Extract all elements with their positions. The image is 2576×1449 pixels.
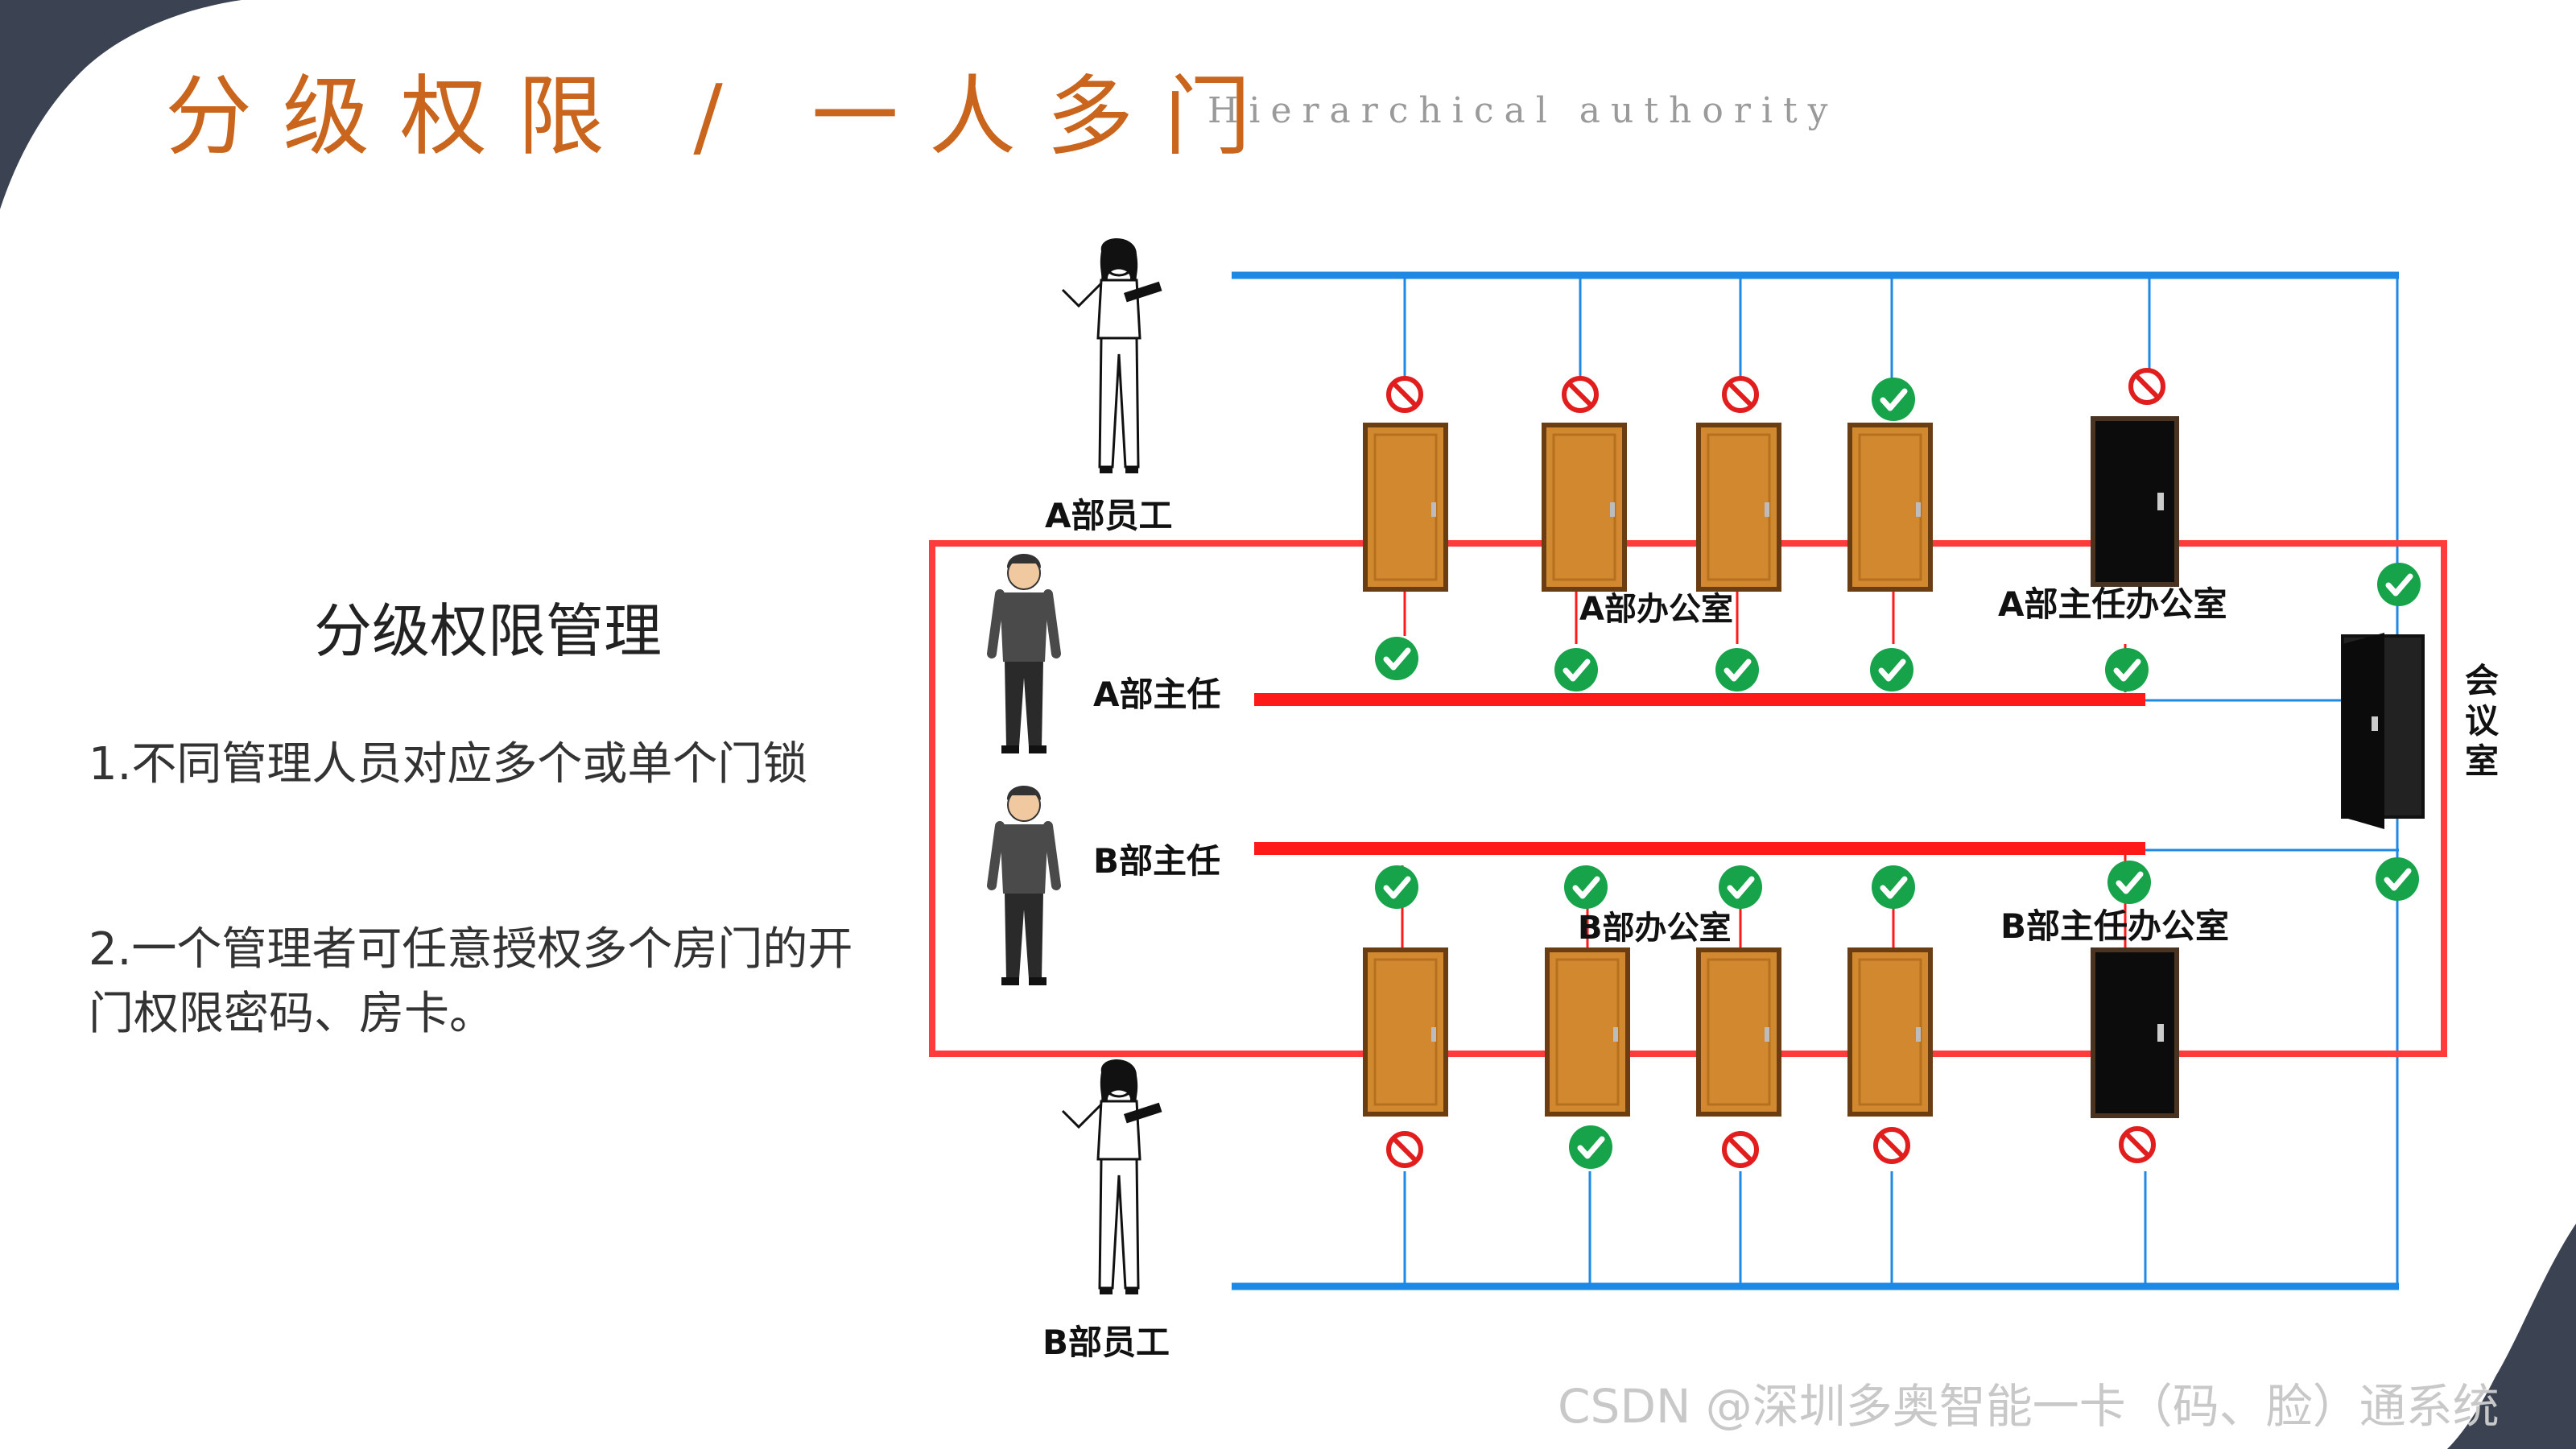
denied-icon	[2131, 370, 2163, 402]
allowed-icon	[1719, 865, 1762, 909]
allowed-icon	[1554, 648, 1598, 691]
section-heading: 分级权限管理	[314, 597, 663, 665]
meeting-room-door	[2341, 633, 2425, 829]
a-office-door	[1365, 425, 1446, 589]
b-office-door	[1699, 950, 1779, 1114]
person-label-a-staff: A部员工	[1045, 496, 1173, 535]
room-label-meeting-3: 室	[2465, 741, 2499, 781]
denied-icon	[1389, 1133, 1421, 1166]
allowed-icon	[1715, 648, 1759, 691]
allowed-icon	[1872, 865, 1915, 909]
denied-icon	[1724, 378, 1757, 411]
denied-icon	[1564, 378, 1596, 411]
allowed-icon	[1872, 378, 1915, 421]
page-subtitle-en: Hierarchical authority	[1208, 90, 1839, 131]
page-title: 分级权限 / 一人多门	[165, 67, 1282, 167]
allowed-icon	[2107, 861, 2151, 904]
denied-icon	[1876, 1129, 1908, 1162]
person-label-b-staff: B部员工	[1042, 1323, 1170, 1362]
room-label-a-director-office: A部主任办公室	[1998, 584, 2227, 624]
allowed-icon	[1569, 1125, 1612, 1169]
b-director-office-door	[2093, 950, 2177, 1116]
room-label-meeting-2: 议	[2465, 701, 2500, 741]
person-label-b-director: B部主任	[1093, 841, 1220, 881]
room-label-meeting-1: 会	[2465, 661, 2499, 700]
b-staff-figure	[1061, 1058, 1163, 1296]
denied-icon	[1389, 378, 1421, 411]
b-director-figure	[992, 786, 1056, 985]
b-staff-access-lines	[1232, 1171, 2399, 1290]
watermark: CSDN @深圳多奥智能一卡（码、脸）通系统	[1558, 1379, 2500, 1434]
a-office-door	[1544, 425, 1624, 589]
a-staff-figure	[1061, 237, 1163, 475]
allowed-icon	[2377, 563, 2421, 606]
list-item: 2.一个管理者可任意授权多个房门的开门权限密码、房卡。	[89, 923, 853, 1040]
b-office-door	[1365, 950, 1446, 1114]
corner-decoration-bottom-right	[2447, 1224, 2576, 1449]
allowed-icon	[1375, 865, 1418, 909]
allowed-icon	[2376, 857, 2419, 901]
allowed-icon	[2105, 648, 2149, 691]
person-label-a-director: A部主任	[1093, 675, 1221, 714]
denied-icon	[2121, 1129, 2153, 1161]
a-office-door	[1850, 425, 1930, 589]
allowed-icon	[1564, 865, 1608, 909]
room-label-b-director-office: B部主任办公室	[2000, 906, 2229, 946]
room-label-a-office: A部办公室	[1579, 591, 1733, 628]
allowed-icon	[1870, 648, 1913, 691]
b-office-door	[1547, 950, 1628, 1114]
corner-decoration-top-left	[0, 0, 242, 209]
room-label-b-office: B部办公室	[1578, 910, 1732, 947]
allowed-icon	[1375, 637, 1418, 680]
a-director-figure	[992, 554, 1056, 753]
b-office-door	[1850, 950, 1930, 1114]
building-frame	[929, 540, 2447, 1057]
list-item: 1.不同管理人员对应多个或单个门锁	[89, 738, 808, 791]
denied-icon	[1724, 1133, 1757, 1166]
a-office-door	[1699, 425, 1779, 589]
a-director-office-door	[2093, 419, 2177, 584]
